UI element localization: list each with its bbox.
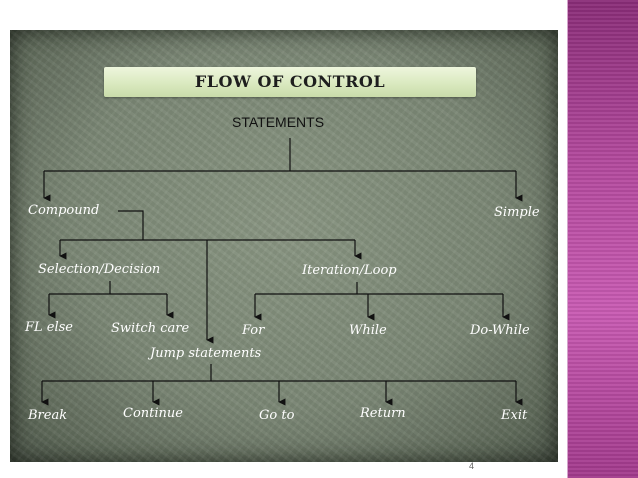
node-for: For [242, 323, 265, 338]
node-simple: Simple [494, 205, 540, 220]
node-compound: Compound [28, 203, 100, 218]
decorative-side-bar [568, 0, 638, 478]
node-continue: Continue [123, 406, 183, 421]
node-while: While [349, 323, 387, 338]
node-switch-care: Switch care [111, 321, 190, 336]
node-selection-decision: Selection/Decision [38, 262, 161, 277]
node-return: Return [360, 406, 406, 421]
node-go-to: Go to [259, 408, 295, 423]
node-break: Break [28, 408, 68, 423]
title-banner: FLOW OF CONTROL [104, 67, 476, 97]
node-statements: STATEMENTS [232, 114, 325, 130]
node-do-while: Do-While [470, 323, 530, 338]
node-jump-statements: Jump statements [150, 346, 262, 361]
slide-page-number: 4 [469, 461, 475, 471]
slide-divider [567, 0, 568, 478]
compound-connector [118, 210, 144, 240]
node-exit: Exit [501, 408, 528, 423]
node-iteration-loop: Iteration/Loop [302, 263, 397, 278]
diagram-title: FLOW OF CONTROL [194, 72, 386, 91]
chalkboard-background [10, 30, 558, 462]
node-fl-else: FL else [25, 320, 74, 335]
